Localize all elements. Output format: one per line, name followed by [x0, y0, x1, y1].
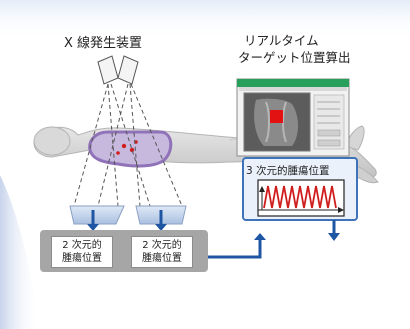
realtime-label-line1: リアルタイム — [244, 33, 319, 48]
connector-arrow-head — [254, 233, 266, 240]
left-blue-arc — [0, 175, 40, 329]
xray-tube-right — [117, 55, 139, 85]
tumor-2d-right-line1: 2 次元的 — [142, 240, 182, 251]
xray-unit-label: X 線発生装置 — [64, 36, 143, 51]
tumor-region — [88, 130, 173, 168]
xray-beams — [73, 83, 183, 207]
connector-arrow — [208, 239, 262, 259]
waveform-line — [263, 185, 337, 209]
tumor-3d-label: 3 次元的腫瘍位置 — [246, 165, 330, 177]
tumor-2d-right-line2: 腫瘍位置 — [142, 253, 182, 264]
waveform-axis-up-head — [259, 186, 265, 192]
top-glow — [0, 0, 410, 40]
detector-left — [69, 205, 125, 225]
tumor-2d-left-line1: 2 次元的 — [62, 240, 102, 251]
waveform-axis-right-head — [338, 207, 344, 213]
arrow-head-left — [87, 224, 99, 231]
tumor-2d-box-right: 2 次元的 腫瘍位置 — [131, 236, 193, 268]
output-arrow-head — [328, 233, 340, 241]
arrow-head-right — [155, 224, 167, 231]
tumor-2d-box-left: 2 次元的 腫瘍位置 — [51, 236, 113, 268]
realtime-label-line2: ターゲット位置算出 — [238, 50, 351, 65]
monitor — [236, 78, 350, 157]
detector-arrows — [91, 210, 163, 226]
tumor-2d-left-line2: 腫瘍位置 — [62, 253, 102, 264]
